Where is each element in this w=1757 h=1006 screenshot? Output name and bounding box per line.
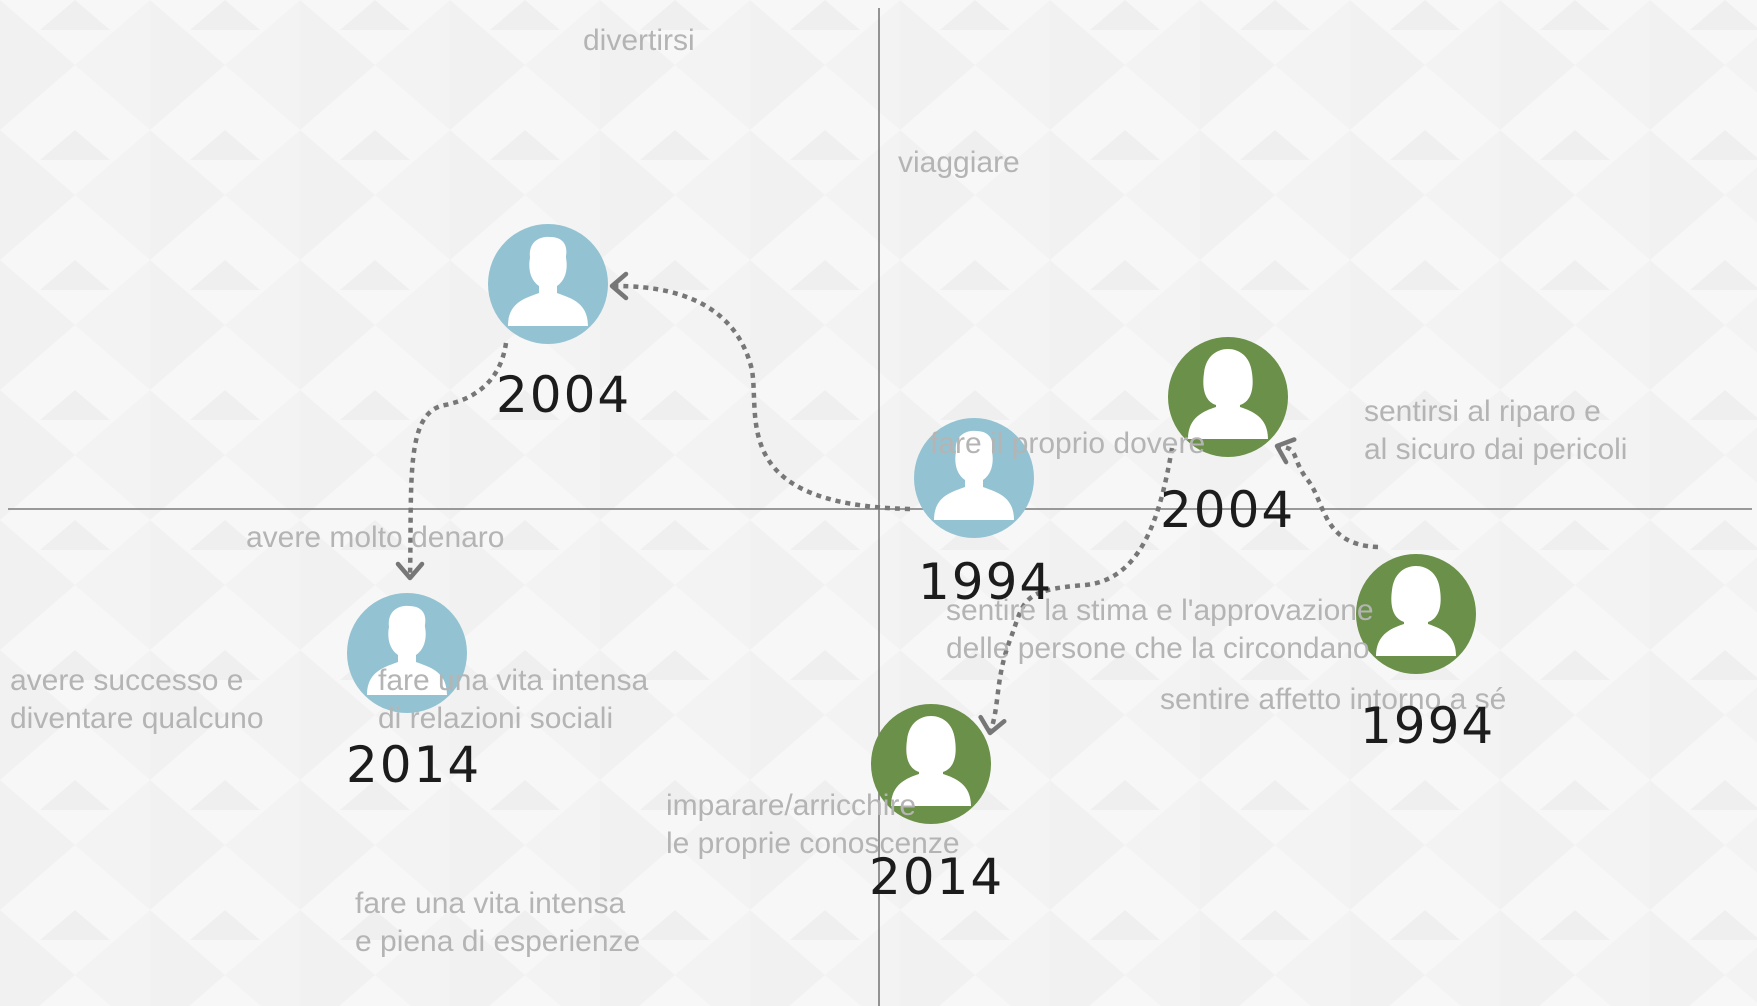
year-label: 2014 — [869, 848, 1005, 906]
quadrant-label: divertirsi — [583, 22, 695, 60]
quadrant-label-line: fare il proprio dovere — [930, 427, 1206, 460]
arrowhead-icon — [978, 714, 1007, 736]
quadrant-label: sentire la stima e l'approvazione delle p… — [946, 592, 1374, 668]
quadrant-label-line: sentire la stima e l'approvazione — [946, 594, 1374, 627]
male-user-icon — [934, 430, 1014, 520]
people-layer — [347, 224, 1476, 824]
quadrant-label-line: avere successo e — [10, 664, 244, 697]
quadrant-label: avere molto denaro — [246, 519, 505, 557]
trajectory-arrows-layer — [395, 271, 1379, 736]
arrowhead-icon — [395, 561, 425, 581]
quadrant-label-line: fare una vita intensa — [355, 887, 626, 920]
quadrant-label: viaggiare — [898, 144, 1020, 182]
male-user-icon — [367, 605, 447, 695]
quadrant-label-line: avere molto denaro — [246, 521, 505, 554]
year-label: 2004 — [1160, 481, 1296, 539]
trajectory-arrow — [611, 283, 911, 512]
female-user-icon — [1376, 566, 1456, 656]
quadrant-label: sentirsi al riparo e al sicuro dai perico… — [1364, 393, 1627, 469]
quadrant-label-line: divertirsi — [583, 24, 695, 57]
female-person-marker — [1168, 337, 1288, 457]
male-user-icon — [508, 236, 588, 326]
quadrant-label-line: imparare/arricchire — [666, 789, 917, 822]
quadrant-label-line: al sicuro dai pericoli — [1364, 433, 1628, 466]
female-person-marker — [871, 704, 991, 824]
quadrant-label: avere successo e diventare qualcuno — [10, 662, 264, 738]
female-user-icon — [1188, 349, 1268, 439]
male-person-marker — [347, 593, 467, 713]
trajectory-arrow — [407, 342, 509, 579]
quadrant-label-line: di relazioni sociali — [378, 702, 614, 735]
quadrant-label-line: sentirsi al riparo e — [1364, 395, 1601, 428]
quadrant-label: fare una vita intensa di relazioni social… — [378, 662, 648, 738]
quadrant-label-line: fare una vita intensa — [378, 664, 649, 697]
male-person-marker — [914, 418, 1034, 538]
arrowhead-icon — [1274, 437, 1297, 465]
quadrant-label-line: sentire affetto intorno a sé — [1160, 683, 1507, 716]
year-label: 2004 — [496, 366, 632, 424]
year-label: 1994 — [1360, 697, 1496, 755]
quadrant-label: sentire affetto intorno a sé — [1160, 681, 1506, 719]
female-user-icon — [891, 716, 971, 806]
quadrant-label: imparare/arricchire le proprie conoscenze — [666, 787, 960, 863]
quadrant-label: fare una vita intensa e piena di esperien… — [355, 885, 640, 961]
year-label: 1994 — [918, 553, 1054, 611]
trajectory-arrow — [987, 447, 1175, 734]
year-label: 2014 — [346, 736, 482, 794]
quadrant-label-line: le proprie conoscenze — [666, 827, 960, 860]
quadrant-label-line: e piena di esperienze — [355, 925, 641, 958]
male-person-marker — [488, 224, 608, 344]
quadrant-label-line: delle persone che la circondano — [946, 632, 1370, 665]
quadrant-label-line: viaggiare — [898, 146, 1020, 179]
female-person-marker — [1356, 554, 1476, 674]
quadrant-label-line: diventare qualcuno — [10, 702, 264, 735]
quadrant-label: fare il proprio dovere — [930, 425, 1205, 463]
arrowhead-icon — [609, 271, 629, 301]
trajectory-arrow — [1276, 443, 1379, 550]
